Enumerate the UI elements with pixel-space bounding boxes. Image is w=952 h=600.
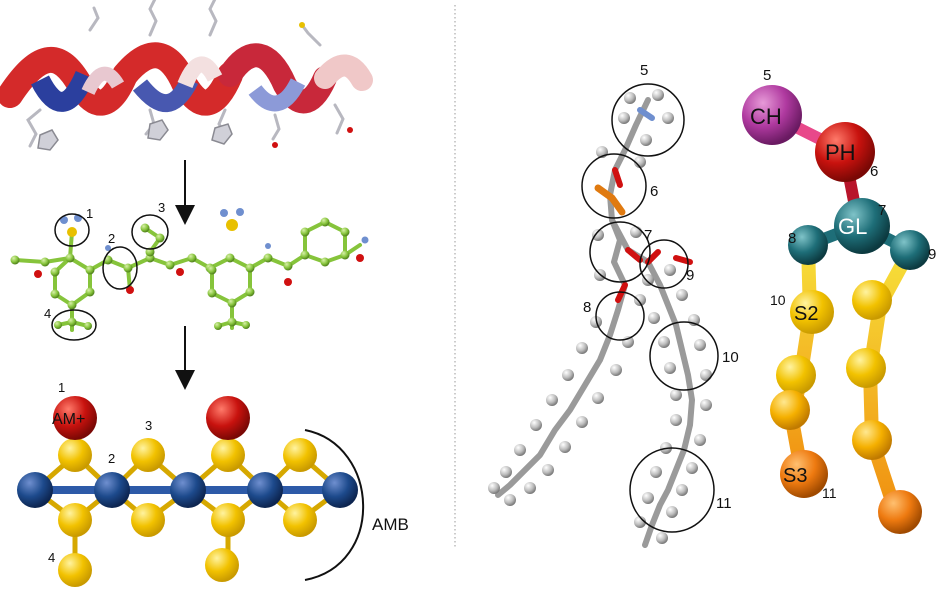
left-panel: 1 2 3 4 bbox=[0, 0, 409, 587]
cg-label-11: 11 bbox=[822, 485, 837, 501]
mapping-label-2: 2 bbox=[108, 231, 115, 246]
cg-bead-tail-a: S2 bbox=[794, 303, 818, 325]
mapping-label-1: 1 bbox=[86, 206, 93, 221]
cg-label-3: 3 bbox=[145, 418, 152, 433]
ball-and-stick-molecule bbox=[10, 208, 369, 332]
cg-label-5: 5 bbox=[763, 67, 771, 84]
cg-label-10: 10 bbox=[770, 292, 786, 308]
cg-label-6: 6 bbox=[870, 163, 878, 180]
cg-label-9: 9 bbox=[928, 246, 936, 263]
atomistic-label-6: 6 bbox=[650, 183, 658, 200]
cg-group-label: AMB bbox=[372, 515, 409, 534]
atomistic-label-9: 9 bbox=[686, 267, 694, 284]
cg-label-7: 7 bbox=[878, 202, 886, 219]
atomistic-label-7: 7 bbox=[644, 227, 652, 244]
atomistic-label-8: 8 bbox=[583, 299, 591, 316]
mapping-label-4: 4 bbox=[44, 306, 51, 321]
peptide-helix bbox=[0, 0, 373, 151]
cg-bead-choline: CH bbox=[750, 104, 782, 129]
atomistic-label-11: 11 bbox=[716, 495, 732, 512]
atomistic-mapping-circles bbox=[581, 83, 719, 533]
atomistic-label-5: 5 bbox=[640, 62, 648, 79]
cg-label-2: 2 bbox=[108, 451, 115, 466]
right-panel: 5 6 7 8 9 10 11 CH bbox=[488, 62, 936, 548]
cg-label-8: 8 bbox=[788, 230, 796, 247]
mapping-circles bbox=[51, 213, 169, 341]
cg-bead-phosphate: PH bbox=[825, 140, 856, 165]
cg-amb-model bbox=[17, 396, 365, 587]
mapping-label-3: 3 bbox=[158, 200, 165, 215]
cg-bead-tail-b: S3 bbox=[783, 465, 807, 487]
cg-label-1: 1 bbox=[58, 380, 65, 395]
cg-label-4: 4 bbox=[48, 550, 55, 565]
cg-bead-glycerol: GL bbox=[838, 214, 867, 239]
cg-head-name: AM+ bbox=[52, 411, 85, 428]
cg-lipid bbox=[742, 85, 930, 534]
atomistic-label-10: 10 bbox=[722, 349, 739, 366]
